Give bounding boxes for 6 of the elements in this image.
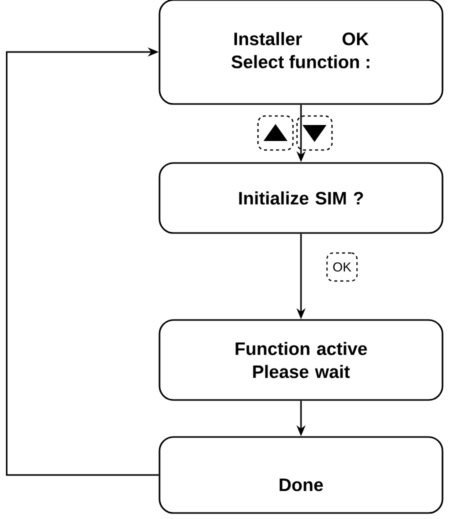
display-box: Installer OK Select function : bbox=[158, 0, 444, 105]
display-box: Done bbox=[158, 436, 444, 514]
ok-key: OK bbox=[326, 252, 358, 282]
display-box: Initialize SIM ? bbox=[158, 162, 444, 234]
arrow bbox=[6, 47, 159, 476]
display-box: Function active Please wait bbox=[158, 319, 444, 401]
